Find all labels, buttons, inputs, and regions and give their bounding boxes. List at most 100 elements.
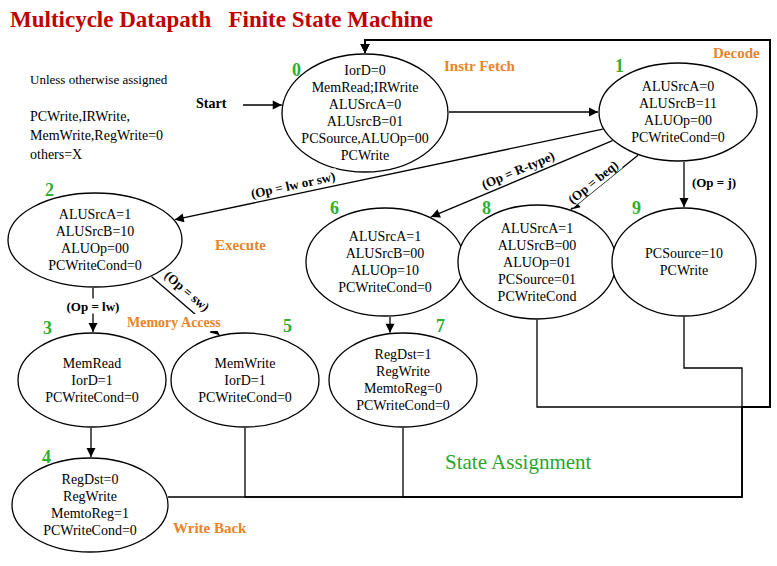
- state-text: RegDst=1RegWriteMemtoReg=0PCWriteCond=0: [328, 332, 478, 428]
- state-number: 3: [43, 318, 52, 338]
- signal-assignment: PCWriteCond: [498, 288, 577, 305]
- phase-label: Instr Fetch: [443, 58, 516, 75]
- signal-assignment: PCWriteCond=0: [631, 129, 725, 146]
- state-text: RegDst=0RegWriteMemtoReg=1PCWriteCond=0: [11, 457, 169, 553]
- transition-label: (Op = lw or sw): [247, 168, 338, 201]
- signal-assignment: ALUSrcB=10: [56, 223, 135, 240]
- signal-assignment: PCSource=10: [645, 245, 723, 262]
- signal-assignment: MemRead: [63, 355, 121, 372]
- signal-assignment: PCWrite: [341, 147, 389, 164]
- state-text: PCSource=10PCWrite: [611, 207, 757, 317]
- diagram-title: Multicycle Datapath Finite State Machine: [10, 6, 433, 34]
- note: PCWrite,IRWrite, MemWrite,RegWrite=0 oth…: [30, 107, 180, 164]
- ellipse-shape: [599, 63, 757, 161]
- state-number: 8: [482, 198, 491, 218]
- state-ellipse: MemWriteIorD=1PCWriteCond=0: [170, 332, 320, 428]
- transition-arrow: [680, 162, 689, 207]
- signal-assignment: MemWrite: [215, 355, 276, 372]
- start-label: Start: [196, 96, 226, 112]
- state-ellipse: RegDst=1RegWriteMemtoReg=0PCWriteCond=0: [328, 332, 478, 428]
- transition-line: [168, 40, 770, 497]
- state-ellipse: ALUSrcA=1ALUSrcB=00ALUOp=10PCWriteCond=0: [305, 207, 465, 317]
- state-number: 2: [45, 180, 54, 200]
- state-number: 1: [615, 56, 624, 76]
- signal-assignment: PCWriteCond=0: [356, 397, 450, 414]
- signal-assignment: ALUOp=01: [503, 254, 571, 271]
- state-number: 9: [632, 198, 641, 218]
- ellipse-shape: [329, 333, 477, 427]
- signal-assignment: RegWrite: [376, 363, 430, 380]
- ellipse-outline: [328, 332, 478, 428]
- ellipse-outline: [305, 207, 465, 317]
- ellipse-outline: [7, 192, 183, 288]
- state-ellipse: RegDst=0RegWriteMemtoReg=1PCWriteCond=0: [11, 457, 169, 553]
- state-text: IorD=0MemRead;IRWriteALUSrcA=0ALUsrcB=01…: [281, 53, 449, 173]
- signal-assignment: PCWriteCond=0: [45, 389, 139, 406]
- state-ellipse: ALUSrcA=1ALUSrcB=10ALUOp=00PCWriteCond=0: [7, 192, 183, 288]
- signal-assignment: ALUSrcA=1: [349, 228, 421, 245]
- state-text: MemWriteIorD=1PCWriteCond=0: [170, 332, 320, 428]
- transition-arrow: [168, 40, 770, 497]
- signal-assignment: ALUOp=00: [644, 112, 712, 129]
- arrowhead: [361, 44, 370, 53]
- transition-label: (Op = beq): [563, 156, 622, 208]
- ellipse-shape: [282, 54, 448, 172]
- signal-assignment: MemtoReg=1: [51, 505, 129, 522]
- state-text: ALUSrcA=1ALUSrcB=10ALUOp=00PCWriteCond=0: [7, 192, 183, 288]
- state-ellipse: PCSource=10PCWrite: [611, 207, 757, 317]
- signal-assignment: ALUSrcB=00: [346, 245, 425, 262]
- ellipse-shape: [458, 205, 616, 319]
- signal-assignment: MemRead;IRWrite: [312, 79, 419, 96]
- transition-line: [245, 40, 770, 497]
- transition-arrow: [449, 108, 598, 117]
- state-ellipse: MemReadIorD=1PCWriteCond=0: [17, 332, 167, 428]
- arrowhead: [680, 198, 689, 207]
- signal-assignment: PCWriteCond=0: [338, 279, 432, 296]
- phase-label: Decode: [712, 45, 761, 62]
- signal-assignment: PCWrite: [660, 262, 708, 279]
- arrowhead: [361, 44, 370, 53]
- phase-label: Execute: [214, 237, 267, 254]
- state-text: ALUSrcA=1ALUSrcB=00ALUOp=01PCSource=01PC…: [457, 204, 617, 320]
- state-text: MemReadIorD=1PCWriteCond=0: [17, 332, 167, 428]
- transition-label: (Op = R-type): [477, 147, 558, 192]
- signal-assignment: PCSource=01: [498, 271, 576, 288]
- ellipse-outline: [11, 457, 169, 553]
- signal-assignment: ALUsrcB=01: [327, 113, 403, 130]
- signal-assignment: ALUSrcA=0: [329, 96, 401, 113]
- ellipse-shape: [612, 208, 756, 316]
- ellipse-shape: [8, 193, 182, 287]
- signal-assignment: RegDst=1: [375, 346, 432, 363]
- arrowhead: [361, 44, 370, 53]
- caption-label: State Assignment: [445, 450, 591, 474]
- arrowhead: [87, 448, 96, 457]
- state-number: 6: [330, 198, 339, 218]
- transition-arrow: [386, 317, 395, 333]
- ellipse-shape: [171, 333, 319, 427]
- signal-assignment: IorD=0: [344, 62, 385, 79]
- signal-assignment: ALUOp=10: [351, 262, 419, 279]
- signal-assignment: PCWriteCond=0: [43, 522, 137, 539]
- state-ellipse: ALUSrcA=1ALUSrcB=00ALUOp=01PCSource=01PC…: [457, 204, 617, 320]
- transition-label: (Op = j): [690, 175, 738, 190]
- signal-assignment: IorD=1: [71, 372, 112, 389]
- state-ellipse: IorD=0MemRead;IRWriteALUSrcA=0ALUsrcB=01…: [281, 53, 449, 173]
- ellipse-shape: [306, 208, 464, 316]
- state-ellipse: ALUSrcA=0ALUSrcB=11ALUOp=00PCWriteCond=0: [598, 62, 758, 162]
- arrowhead: [431, 209, 441, 217]
- ellipse-shape: [18, 333, 166, 427]
- transition-arrow: [245, 40, 770, 497]
- signal-assignment: RegDst=0: [62, 471, 119, 488]
- arrowhead: [386, 324, 395, 333]
- ellipse-shape: [12, 458, 168, 552]
- ellipse-outline: [611, 207, 757, 317]
- transition-arrow: [87, 428, 96, 457]
- arrowhead: [361, 44, 370, 53]
- transition-label: (Op = lw): [65, 298, 122, 313]
- signal-assignment: PCSource,ALUOp=00: [301, 130, 428, 147]
- state-text: ALUSrcA=0ALUSrcB=11ALUOp=00PCWriteCond=0: [598, 62, 758, 162]
- arrowhead: [589, 108, 598, 117]
- phase-label: Write Back: [172, 520, 247, 537]
- signal-assignment: PCWriteCond=0: [198, 389, 292, 406]
